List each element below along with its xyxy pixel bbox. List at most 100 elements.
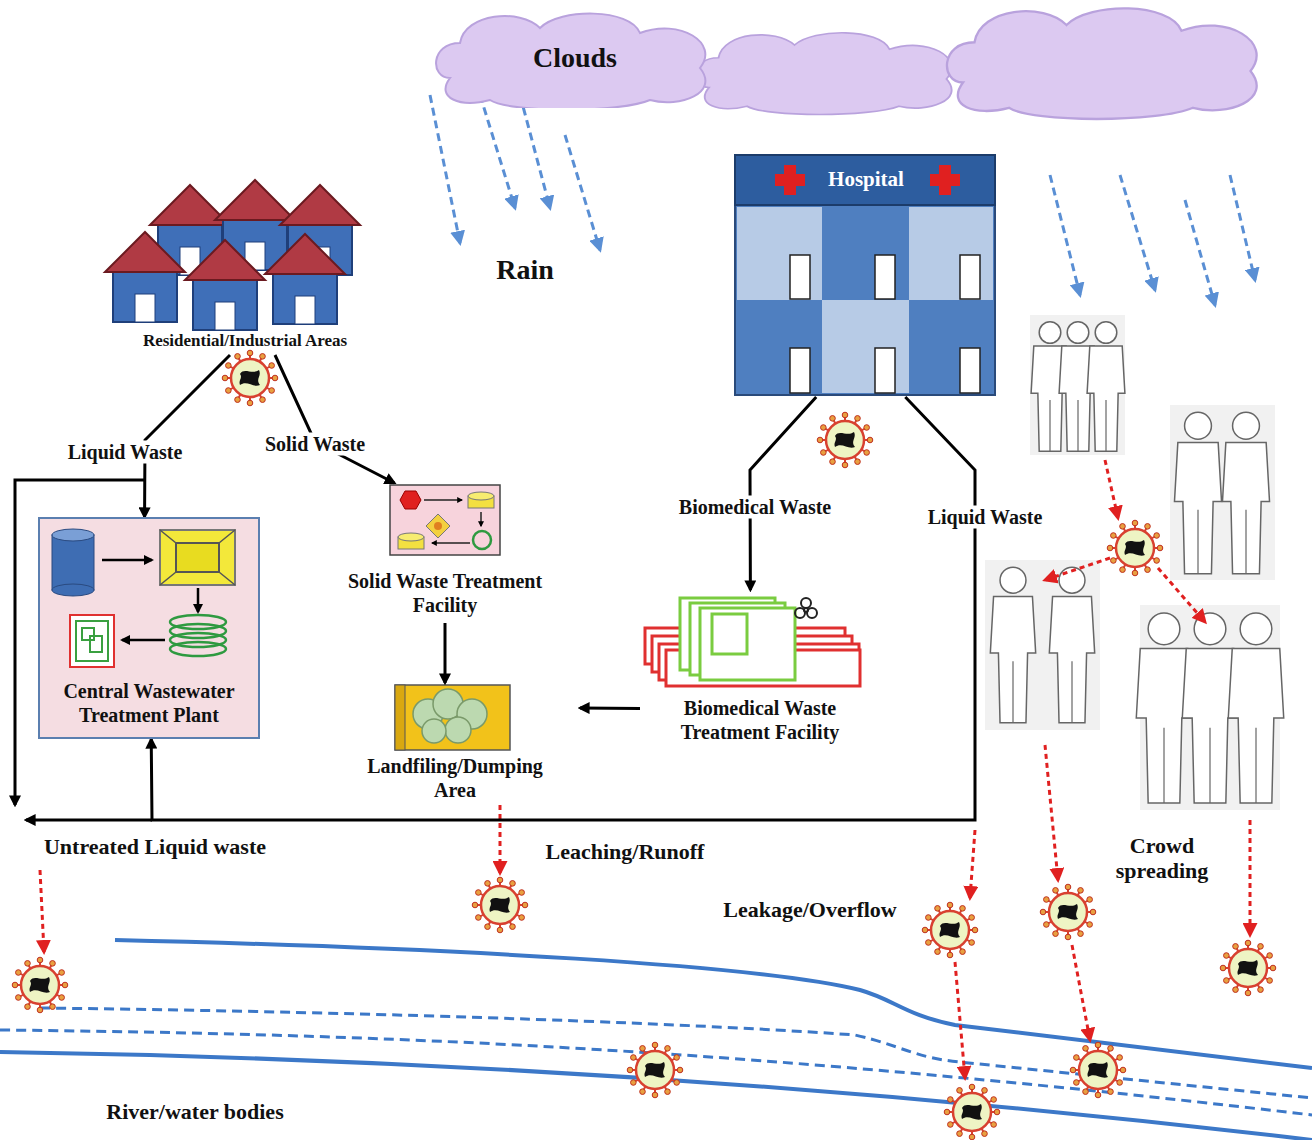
virus-icons-part-part <box>62 982 68 988</box>
hospital-building-part-part <box>939 165 951 195</box>
edge-label: Liquid Waste <box>65 441 186 464</box>
virus-icons-part-part <box>235 354 241 360</box>
virus-icons-part-part <box>821 450 827 456</box>
virus-icons-part-part <box>665 1089 671 1095</box>
virus-icons-part-part <box>1120 1067 1126 1073</box>
virus-icons-part-part <box>260 354 266 360</box>
pipe-lines-part <box>15 480 145 805</box>
wastewater-plant-icons-part <box>160 530 235 585</box>
virus-icons-part-part <box>12 982 18 988</box>
node-label: Residential/Industrial Areas <box>143 331 347 351</box>
virus-icons-part-part <box>1074 1080 1080 1086</box>
virus-icons-part-part <box>1065 934 1071 940</box>
houses-illustration-part <box>265 234 345 274</box>
spread-arrows-part <box>970 830 975 898</box>
spread-arrows-part <box>1045 745 1058 880</box>
landfill-icon-part-part <box>445 717 471 743</box>
virus-icons-part-part <box>953 1093 991 1131</box>
virus-icons-part-part <box>222 375 228 381</box>
virus-icons-part-part <box>1087 897 1093 903</box>
hospital-building-part <box>909 300 993 393</box>
virus-icons-part-part <box>1117 1080 1123 1086</box>
virus-icons-part-part <box>922 927 928 933</box>
people-illustration-part <box>1185 412 1212 439</box>
hospital-building-part-part <box>960 348 980 393</box>
solid-waste-icon-part <box>398 533 424 541</box>
virus-icons-part-part <box>1132 520 1138 526</box>
virus-icons-part-part <box>25 1004 31 1010</box>
virus-icons-part-part <box>931 911 969 949</box>
virus-icons-part-part <box>1154 533 1160 539</box>
wastewater-plant-icons-part <box>197 588 200 612</box>
hospital-building-part <box>822 300 909 393</box>
hospital-building-part <box>737 207 822 300</box>
residential-area: Residential/Industrial Areas <box>95 180 395 355</box>
virus-icons-part <box>627 1042 683 1098</box>
virus-icons-part-part <box>1116 529 1154 567</box>
people-illustration-part <box>1067 322 1089 344</box>
biomedical-facility-icon-part-part <box>804 608 808 612</box>
virus-icons-part-part <box>817 437 823 443</box>
rain-arrows-part <box>1050 175 1080 295</box>
people-illustration-part <box>990 596 1035 722</box>
virus-icons-part-part <box>962 1104 982 1120</box>
virus-icons-part-part <box>665 1046 671 1052</box>
virus-icons-part-part <box>1157 545 1163 551</box>
hospital-building <box>735 155 995 395</box>
virus-icons-part-part <box>260 397 266 403</box>
virus-icons-part-part <box>1258 944 1264 950</box>
virus-icons-part-part <box>1245 940 1251 946</box>
landfill-icon: Landfiling/Dumping Area <box>330 683 580 808</box>
cloud-outline <box>436 14 705 108</box>
landfill-icon-part <box>395 685 405 750</box>
landfill-icon-part <box>413 689 487 743</box>
hospital-building-part <box>737 300 822 393</box>
houses-illustration-part <box>273 272 337 324</box>
rain-arrows-part <box>430 95 460 243</box>
people-illustration-part <box>1245 510 1246 574</box>
virus-icons-part-part <box>1224 978 1230 984</box>
spread-arrows-part <box>1105 460 1118 518</box>
wastewater-plant-icons-part <box>102 559 152 562</box>
virus-icons-part-part <box>1088 1062 1108 1078</box>
biomedical-facility-icon-part <box>700 608 795 680</box>
virus-icons-part-part <box>485 924 491 930</box>
people-illustration-part <box>1222 443 1269 574</box>
virus-icons-part-part <box>247 400 253 406</box>
cloud-shape-part <box>696 33 952 115</box>
river-label: River/water bodies <box>103 1099 286 1124</box>
virus-icons-part-part <box>1090 909 1096 915</box>
landfill-icon-part-part <box>422 719 446 743</box>
virus-icons-part-part <box>497 877 503 883</box>
virus-icons-part-part <box>1229 949 1267 987</box>
people-illustration-part <box>1077 400 1078 451</box>
virus-icons-part <box>1107 520 1163 576</box>
hospital-building-part <box>909 207 993 300</box>
virus-icons-part-part <box>235 397 241 403</box>
virus-icons-part-part <box>830 416 836 422</box>
people-illustration-part <box>1071 661 1072 723</box>
virus-icons-part-part <box>1258 987 1264 993</box>
houses-illustration-part <box>193 278 257 330</box>
biomedical-facility-icon-part-part <box>801 598 811 608</box>
virus-icons-part-part <box>519 890 525 896</box>
hospital-building-part-part <box>875 348 895 393</box>
virus-icons-part-part <box>1095 1092 1101 1098</box>
hospital-building-part <box>775 165 960 195</box>
solid-waste-icon-part <box>473 531 491 549</box>
solid-waste-icon-part <box>468 492 494 500</box>
virus-icons-part-part <box>926 940 932 946</box>
virus-icons-part-part <box>821 425 827 431</box>
virus-icons-part-part <box>1117 1055 1123 1061</box>
flow-arrow <box>444 623 447 683</box>
virus-icons-part-part <box>652 1042 658 1048</box>
virus-icons-part-part <box>935 906 941 912</box>
virus-icons-part-part <box>1053 931 1059 937</box>
rain-arrows-part <box>1120 175 1155 290</box>
virus-icons-part-part <box>969 1134 975 1140</box>
wastewater-plant-icons-part <box>52 535 94 590</box>
rain-arrows-part <box>520 95 550 208</box>
virus-icons-part-part <box>947 952 953 958</box>
